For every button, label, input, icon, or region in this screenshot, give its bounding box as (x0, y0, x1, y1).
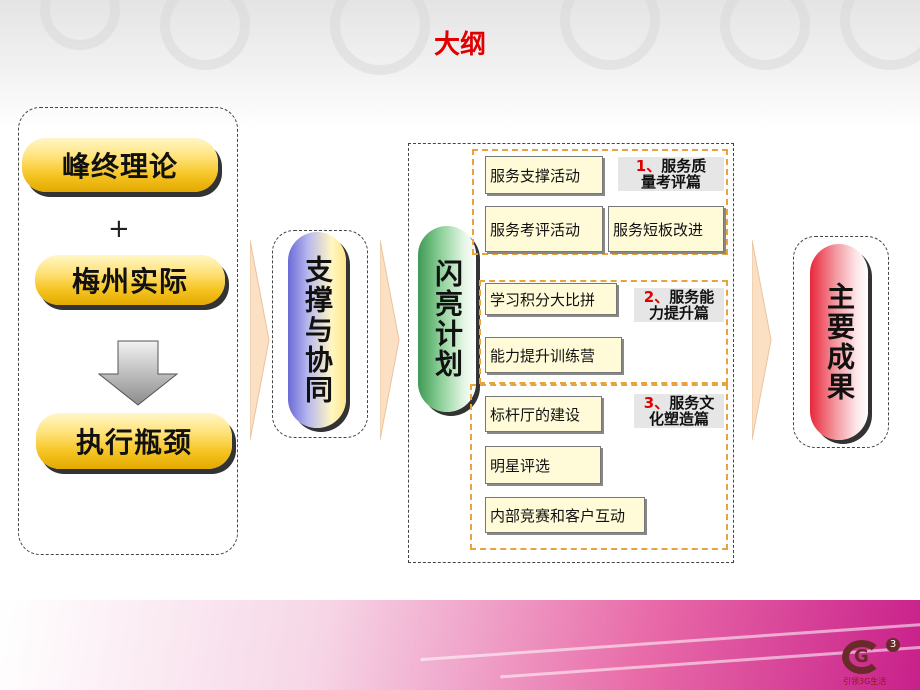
support-coordination-pill: 支撑与协同 (288, 232, 346, 428)
group-1-label: 1、服务质量考评篇 (618, 157, 724, 191)
group-2-frame (479, 280, 728, 384)
group-3-number: 3、 (643, 394, 670, 412)
group-3-frame (470, 384, 728, 550)
internal-competition-box: 内部竞赛和客户互动 (485, 497, 645, 533)
support-frame (272, 230, 368, 438)
meizhou-reality-pill: 梅州实际 (35, 255, 225, 305)
swirl-decoration (160, 0, 250, 70)
g3-logo-icon (842, 640, 882, 674)
shining-plan-pill: 闪亮计划 (418, 226, 476, 412)
service-weakness-improvement-box: 服务短板改进 (608, 206, 724, 252)
brand-logo: G 3 (842, 638, 902, 680)
group-2-label: 2、服务能力提升篇 (634, 288, 724, 322)
group-1-number: 1、 (635, 157, 662, 175)
group-1-label-line1: 服务质 (661, 157, 707, 175)
service-evaluation-activity-box: 服务考评活动 (485, 206, 603, 252)
ability-training-camp-box: 能力提升训练营 (485, 337, 622, 373)
page-title: 大纲 (433, 30, 486, 60)
down-arrow-icon (98, 340, 178, 406)
group-2-number: 2、 (643, 288, 670, 306)
group-2-label-line1: 服务能 (669, 288, 715, 306)
g3-logo-superscript: 3 (886, 638, 900, 652)
main-results-pill: 主要成果 (810, 244, 868, 440)
benchmark-hall-box: 标杆厅的建设 (485, 396, 602, 432)
plan-frame (408, 143, 734, 563)
group-2-label-line2: 力提升篇 (648, 304, 709, 322)
star-selection-box: 明星评选 (485, 446, 601, 484)
plus-sign: + (108, 214, 130, 244)
group-3-label: 3、服务文化塑造篇 (634, 394, 724, 428)
chevron-right-icon (380, 240, 400, 440)
swirl-decoration (840, 0, 920, 70)
group-3-label-line1: 服务文 (669, 394, 715, 412)
footer-background (0, 600, 920, 690)
learning-points-contest-box: 学习积分大比拼 (485, 283, 617, 315)
group-3-label-line2: 化塑造篇 (648, 410, 709, 428)
swirl-decoration (330, 0, 430, 75)
left-group-frame (18, 107, 238, 555)
group-1-frame (472, 149, 728, 255)
service-support-activity-box: 服务支撑活动 (485, 156, 603, 194)
swirl-decoration (720, 0, 810, 70)
chevron-right-icon (250, 240, 270, 440)
peak-end-theory-pill: 峰终理论 (22, 138, 218, 192)
results-frame (793, 236, 889, 448)
chevron-right-icon (752, 240, 772, 440)
group-1-label-line2: 量考评篇 (640, 173, 701, 191)
logo-slogan: 引领3G生活 (843, 677, 887, 686)
swirl-decoration (40, 0, 120, 50)
execution-bottleneck-pill: 执行瓶颈 (36, 413, 232, 469)
swirl-decoration (560, 0, 660, 70)
g3-logo-mark: G (854, 646, 869, 667)
